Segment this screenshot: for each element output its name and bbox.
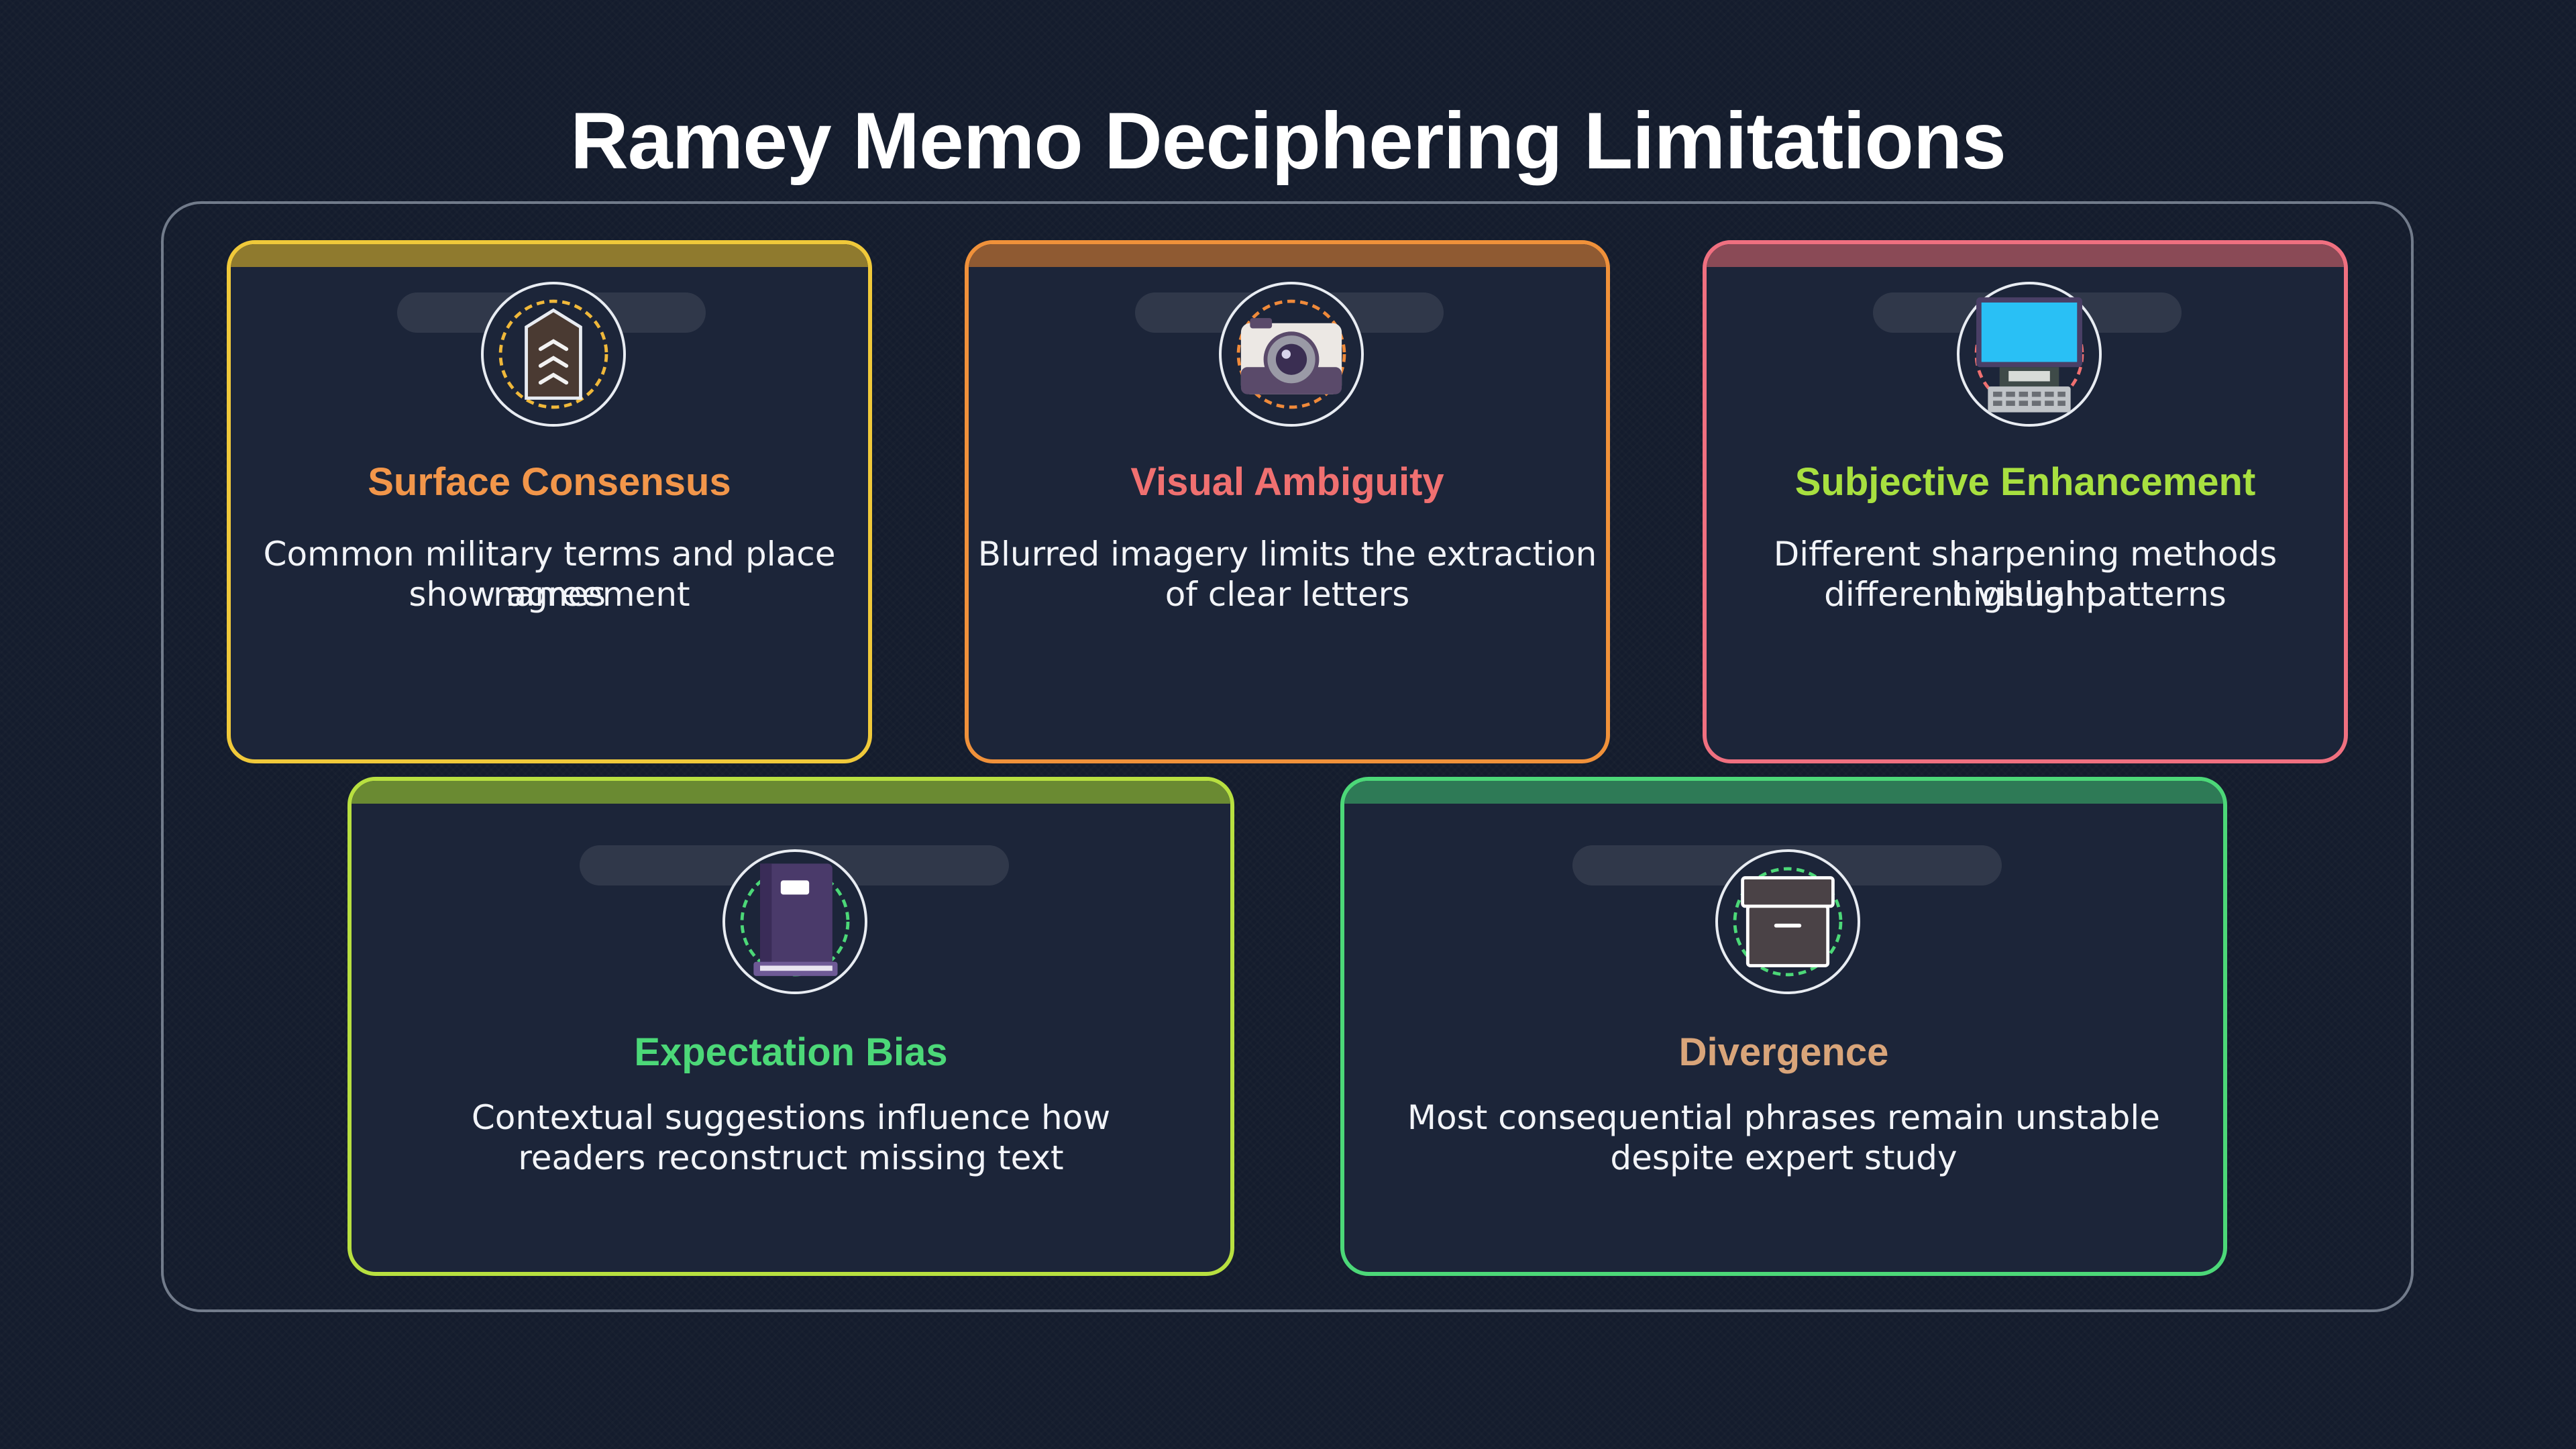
card-title: Subjective Enhancement <box>1794 460 2256 504</box>
card-divergence: Divergence Most consequential phrases re… <box>1340 777 2227 1276</box>
card-accent-bar <box>969 244 1606 267</box>
card-description-line-2: readers reconstruct missing text <box>518 1138 1064 1177</box>
card-accent-bar <box>1707 244 2344 267</box>
card-accent-bar <box>231 244 868 267</box>
card-title: Visual Ambiguity <box>1130 460 1444 504</box>
card-surface-consensus: Surface Consensus Common military terms … <box>227 240 872 763</box>
card-description-line-2: different visual patterns <box>1824 575 2226 614</box>
notebook-icon <box>722 849 867 994</box>
card-description-line-2: despite expert study <box>1610 1138 1957 1177</box>
card-title: Divergence <box>1678 1030 1889 1074</box>
page-title: Ramey Memo Deciphering Limitations <box>570 96 2006 186</box>
card-visual-ambiguity: Visual Ambiguity Blurred imagery limits … <box>965 240 1610 763</box>
card-description-line-1: Different sharpening methods highlight <box>1773 535 2277 614</box>
card-description-line-1: Most consequential phrases remain unstab… <box>1407 1098 2161 1137</box>
archive-box-icon <box>1715 849 1860 994</box>
card-description-line-1: Blurred imagery limits the extraction <box>977 535 1597 574</box>
card-title: Surface Consensus <box>368 460 731 504</box>
card-description-line-2: show agreement <box>409 575 690 614</box>
outer-frame <box>161 201 2414 1312</box>
card-description-line-1: Common military terms and place names <box>263 535 836 614</box>
camera-icon <box>1219 282 1364 427</box>
chevron-rank-icon <box>481 282 626 427</box>
card-expectation-bias: Expectation Bias Contextual suggestions … <box>347 777 1234 1276</box>
card-title: Expectation Bias <box>634 1030 948 1074</box>
computer-icon <box>1957 282 2102 427</box>
card-description-line-1: Contextual suggestions influence how <box>471 1098 1111 1137</box>
card-subjective-enhancement: Subjective Enhancement Different sharpen… <box>1703 240 2348 763</box>
card-accent-bar <box>1344 781 2223 804</box>
card-description-line-2: of clear letters <box>1165 575 1410 614</box>
card-accent-bar <box>352 781 1230 804</box>
